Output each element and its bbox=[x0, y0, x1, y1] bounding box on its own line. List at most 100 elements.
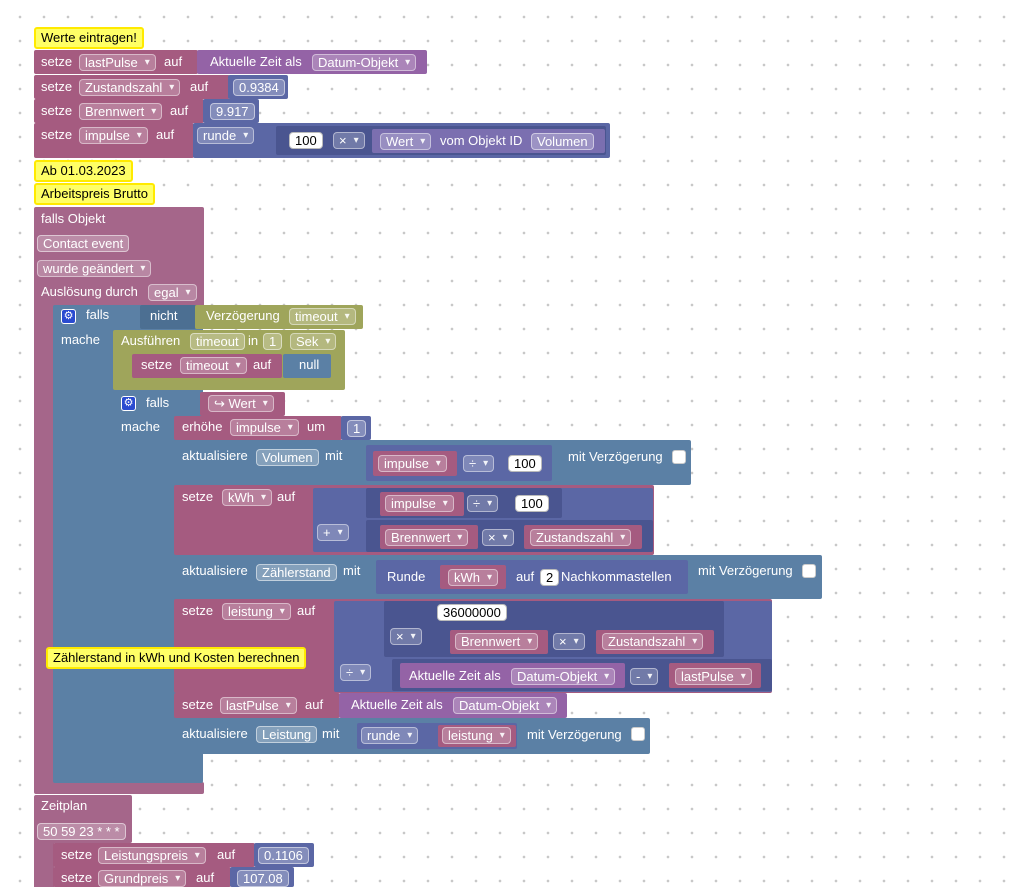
timeout-delay-field[interactable]: 1 bbox=[263, 333, 283, 350]
operator-dropdown-div[interactable]: ÷ bbox=[340, 664, 372, 681]
kw-um: um bbox=[307, 419, 326, 434]
kw-setze: setze bbox=[41, 54, 73, 69]
comment-zaehlerstand[interactable]: Zählerstand in kWh und Kosten berechnen bbox=[46, 647, 307, 669]
number-field-100[interactable]: 100 bbox=[508, 455, 542, 472]
kw-auf: auf bbox=[196, 870, 215, 885]
kw-setze: setze bbox=[41, 103, 73, 118]
object-id-volumen[interactable]: Volumen bbox=[531, 133, 594, 150]
kw-aktualisiere: aktualisiere bbox=[182, 563, 248, 578]
number-field-100[interactable]: 100 bbox=[515, 495, 549, 512]
trigger-value-dropdown[interactable]: ↪ Wert bbox=[208, 395, 274, 412]
kw-falls: falls bbox=[86, 307, 110, 322]
var-dropdown-zustandszahl[interactable]: Zustandszahl bbox=[79, 79, 181, 96]
decimals-field[interactable]: 2 bbox=[540, 569, 560, 586]
var-dropdown-kwh[interactable]: kWh bbox=[448, 569, 498, 586]
var-dropdown-lastpulse[interactable]: lastPulse bbox=[79, 54, 156, 71]
var-dropdown-brennwert[interactable]: Brennwert bbox=[385, 529, 469, 546]
kw-auf: auf bbox=[217, 847, 236, 862]
timeout-name-field[interactable]: timeout bbox=[190, 333, 245, 350]
operator-dropdown-plus[interactable]: + bbox=[317, 524, 349, 541]
operator-dropdown-mul[interactable]: × bbox=[390, 628, 422, 645]
trigger-source-dropdown[interactable]: egal bbox=[148, 284, 197, 301]
number-field-100[interactable]: 100 bbox=[289, 132, 323, 149]
kw-mit: mit bbox=[322, 726, 340, 741]
cron-field[interactable]: 50 59 23 * * * bbox=[37, 823, 126, 840]
kw-auf: auf bbox=[156, 127, 175, 142]
delay-checkbox[interactable] bbox=[631, 727, 645, 741]
var-dropdown-zustandszahl[interactable]: Zustandszahl bbox=[530, 529, 632, 546]
kw-aktuelle-zeit: Aktuelle Zeit als bbox=[210, 54, 302, 69]
round-decimals-block[interactable] bbox=[376, 560, 688, 594]
kw-auf: auf bbox=[297, 603, 316, 618]
number-block[interactable] bbox=[230, 867, 294, 887]
kw-setze: setze bbox=[182, 603, 214, 618]
trigger-condition-dropdown[interactable]: wurde geändert bbox=[37, 260, 152, 277]
kw-auf: auf bbox=[305, 697, 324, 712]
comment-ab[interactable]: Ab 01.03.2023 bbox=[34, 160, 133, 182]
object-id-volumen[interactable]: Volumen bbox=[256, 449, 319, 466]
kw-setze: setze bbox=[141, 357, 173, 372]
round-mode-dropdown[interactable]: runde bbox=[361, 727, 419, 744]
time-format-dropdown[interactable]: Datum-Objekt bbox=[312, 54, 417, 71]
var-dropdown-grundpreis[interactable]: Grundpreis bbox=[98, 870, 187, 887]
number-field-brennwert[interactable]: 9.917 bbox=[210, 103, 255, 120]
var-dropdown-impulse[interactable]: impulse bbox=[230, 419, 299, 436]
kw-runde: Runde bbox=[387, 569, 426, 584]
timeout-var-dropdown[interactable]: timeout bbox=[289, 308, 356, 325]
timeout-unit-dropdown[interactable]: Sek bbox=[290, 333, 337, 350]
number-field-grundpreis[interactable]: 107.08 bbox=[237, 870, 289, 887]
kw-setze: setze bbox=[61, 870, 93, 885]
operator-dropdown-div[interactable]: ÷ bbox=[467, 495, 499, 512]
kw-setze: setze bbox=[182, 489, 214, 504]
delay-checkbox[interactable] bbox=[672, 450, 686, 464]
state-attr-dropdown[interactable]: Wert bbox=[380, 133, 432, 150]
var-dropdown-impulse[interactable]: impulse bbox=[378, 455, 447, 472]
operator-dropdown-minus[interactable]: - bbox=[630, 668, 659, 685]
gear-icon[interactable]: ⚙ bbox=[121, 396, 136, 411]
kw-vom-objekt-id: vom Objekt ID bbox=[440, 133, 523, 148]
var-dropdown-brennwert[interactable]: Brennwert bbox=[79, 103, 163, 120]
operator-dropdown-div[interactable]: ÷ bbox=[463, 455, 495, 472]
comment-werte[interactable]: Werte eintragen! bbox=[34, 27, 144, 49]
object-id-zaehlerstand[interactable]: Zählerstand bbox=[256, 564, 337, 581]
operator-dropdown-mul[interactable]: × bbox=[333, 132, 365, 149]
var-dropdown-impulse[interactable]: impulse bbox=[79, 127, 148, 144]
var-dropdown-lastpulse[interactable]: lastPulse bbox=[675, 668, 752, 685]
var-dropdown-brennwert[interactable]: Brennwert bbox=[455, 633, 539, 650]
operator-dropdown-mul[interactable]: × bbox=[482, 529, 514, 546]
var-dropdown-impulse[interactable]: impulse bbox=[385, 495, 454, 512]
object-id-contact-event[interactable]: Contact event bbox=[37, 235, 130, 252]
number-field-1[interactable]: 1 bbox=[347, 420, 367, 437]
number-field-zustandszahl[interactable]: 0.9384 bbox=[233, 79, 285, 96]
var-dropdown-timeout[interactable]: timeout bbox=[180, 357, 247, 374]
var-dropdown-leistungspreis[interactable]: Leistungspreis bbox=[98, 847, 206, 864]
var-dropdown-lastpulse[interactable]: lastPulse bbox=[220, 697, 297, 714]
number-field-leistungspreis[interactable]: 0.1106 bbox=[258, 847, 309, 864]
kw-aktualisiere: aktualisiere bbox=[182, 726, 248, 741]
kw-mache: mache bbox=[61, 332, 101, 347]
kw-aktualisiere: aktualisiere bbox=[182, 448, 248, 463]
kw-in: in bbox=[248, 333, 259, 348]
schedule-block[interactable] bbox=[34, 795, 132, 843]
kw-nachkommastellen: Nachkommastellen bbox=[561, 569, 672, 584]
var-dropdown-zustandszahl[interactable]: Zustandszahl bbox=[602, 633, 704, 650]
if-block-inner-footer bbox=[113, 760, 141, 778]
operator-dropdown-mul[interactable]: × bbox=[553, 633, 585, 650]
null-block[interactable] bbox=[283, 354, 331, 378]
round-mode-dropdown[interactable]: runde bbox=[197, 127, 255, 144]
kw-setze: setze bbox=[41, 79, 73, 94]
var-dropdown-leistung[interactable]: leistung bbox=[222, 603, 291, 620]
object-id-leistung[interactable]: Leistung bbox=[256, 726, 318, 743]
kw-setze: setze bbox=[41, 127, 73, 142]
kw-auf: auf bbox=[253, 357, 272, 372]
number-field-36000000[interactable]: 36000000 bbox=[437, 604, 507, 621]
kw-auf: auf bbox=[190, 79, 209, 94]
time-format-dropdown[interactable]: Datum-Objekt bbox=[511, 668, 616, 685]
logic-not-block[interactable] bbox=[140, 305, 196, 329]
comment-arbeitspreis[interactable]: Arbeitspreis Brutto bbox=[34, 183, 155, 205]
gear-icon[interactable]: ⚙ bbox=[61, 309, 76, 324]
var-dropdown-kwh[interactable]: kWh bbox=[222, 489, 272, 506]
var-dropdown-leistung[interactable]: leistung bbox=[442, 727, 511, 744]
delay-checkbox[interactable] bbox=[802, 564, 816, 578]
time-format-dropdown[interactable]: Datum-Objekt bbox=[453, 697, 558, 714]
